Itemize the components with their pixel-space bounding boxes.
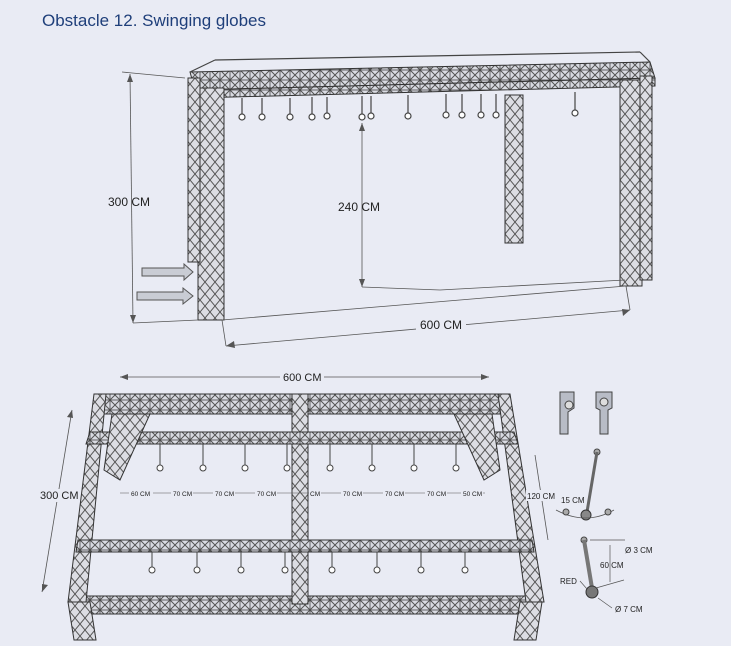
rod-diameter-label: Ø 3 CM [625, 546, 653, 555]
spacing-label: 70 CM [427, 491, 446, 498]
perspective-view: 300 CM 240 CM 600 CM [108, 51, 656, 348]
length-label: 600 CM [420, 318, 462, 332]
clearance-label: 240 CM [338, 200, 380, 214]
spacing-label: 70 CM [343, 491, 362, 498]
bottom-length-label: 600 CM [283, 372, 322, 384]
spacing-label: 70 CM [173, 491, 192, 498]
spacing-label: 50 CM [463, 491, 482, 498]
side-label: 120 CM [527, 492, 555, 501]
spacing-label: 70 CM [257, 491, 276, 498]
height-label: 300 CM [108, 195, 150, 209]
spacing-label: 70 CM [215, 491, 234, 498]
spacing-label: 70 CM [385, 491, 404, 498]
page-title: Obstacle 12. Swinging globes [42, 11, 266, 30]
depth-label: 300 CM [40, 490, 79, 502]
ball-diameter-label: Ø 7 CM [615, 605, 643, 614]
top-down-view: 600 CM [38, 370, 556, 641]
ball-color-label: RED [560, 577, 577, 586]
clamp-details: 15 CM 60 CM Ø 3 CM RED Ø 7 CM [555, 391, 653, 614]
spacing-label: CM [310, 491, 320, 498]
swing-label: 15 CM [561, 496, 585, 505]
rod-length-label: 60 CM [600, 561, 624, 570]
spacing-label: 60 CM [131, 491, 150, 498]
